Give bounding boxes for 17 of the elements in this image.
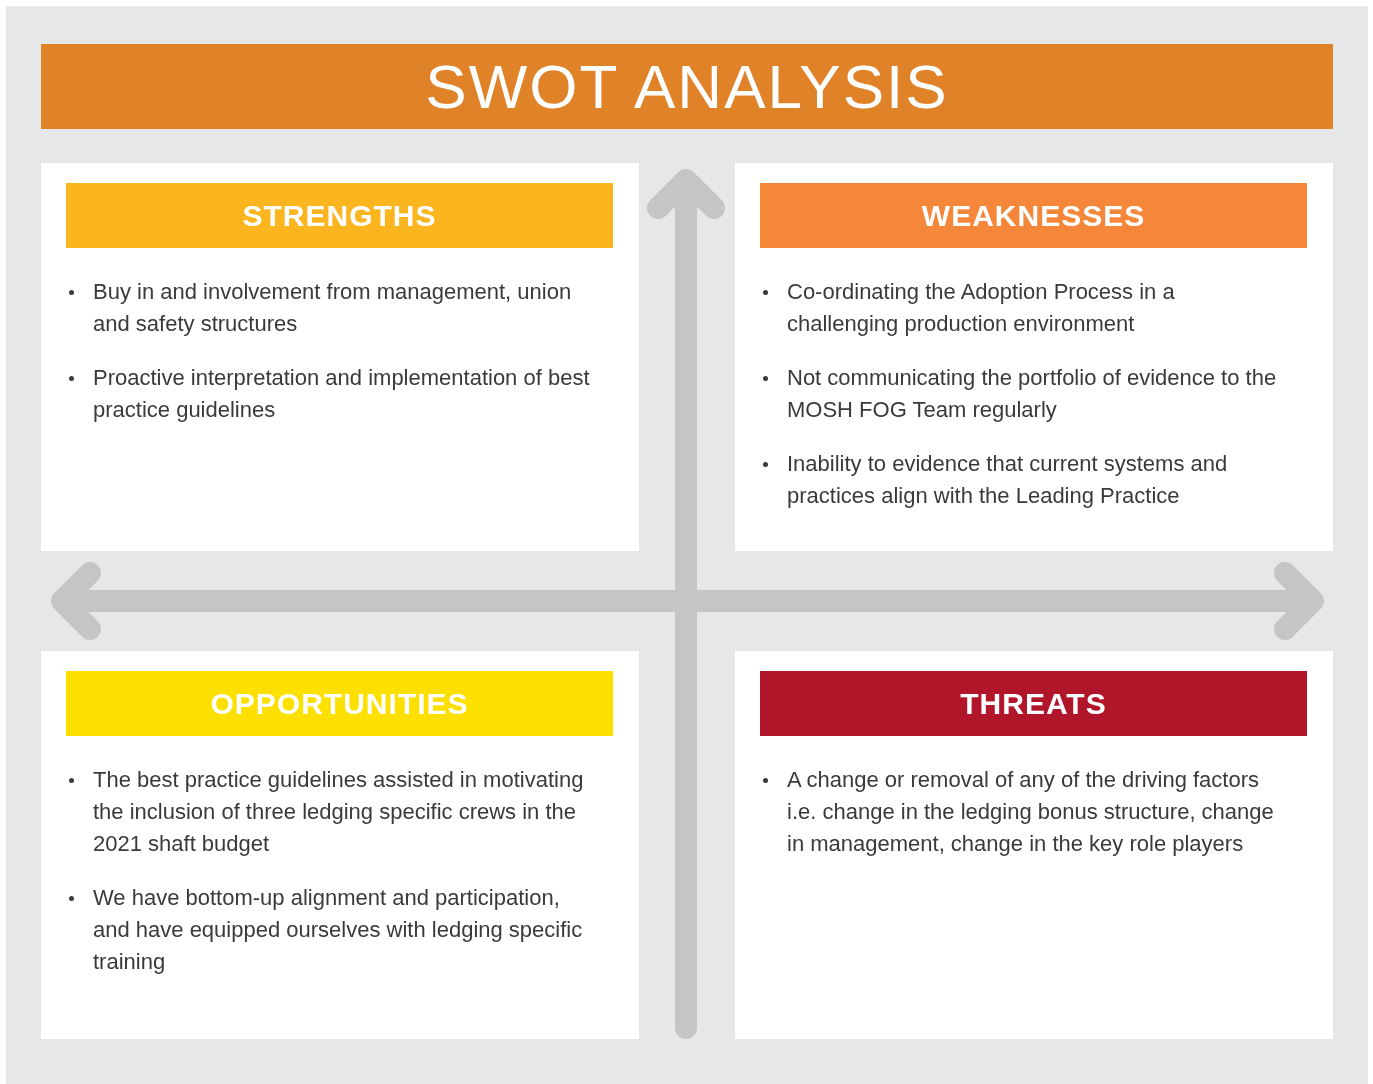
bullet-text: Buy in and involvement from management, union and safety structures — [93, 279, 572, 336]
section-heading: WEAKNESSES — [760, 183, 1307, 248]
bullet-text: Inability to evidence that current systems and practices align with the Leading Practice — [787, 451, 1228, 508]
section-heading: STRENGTHS — [66, 183, 613, 248]
bullet-text: A change or removal of any of the driving factors i.e. change in the ledging bonus structure, change in management, change in the key role players — [787, 767, 1274, 856]
section-heading: THREATS — [760, 671, 1307, 736]
bullet-text: We have bottom-up alignment and participation, and have equipped ourselves with ledging specific training — [93, 885, 583, 974]
quadrant-card — [735, 163, 1333, 551]
bullet-text: Not communicating the portfolio of evidence to the MOSH FOG Team regularly — [787, 365, 1277, 422]
bullet-text: Proactive interpretation and implementation of best practice guidelines — [93, 365, 590, 422]
quadrant-card — [41, 651, 639, 1039]
bullet-text: The best practice guidelines assisted in motivating the inclusion of three ledging specific crews in the 2021 shaft budget — [93, 767, 584, 856]
title-banner: SWOT ANALYSIS — [41, 44, 1333, 129]
section-heading: OPPORTUNITIES — [66, 671, 613, 736]
bullet-text: Co-ordinating the Adoption Process in a challenging production environment — [787, 279, 1175, 336]
quadrant-card — [735, 651, 1333, 1039]
quadrant-card — [41, 163, 639, 551]
